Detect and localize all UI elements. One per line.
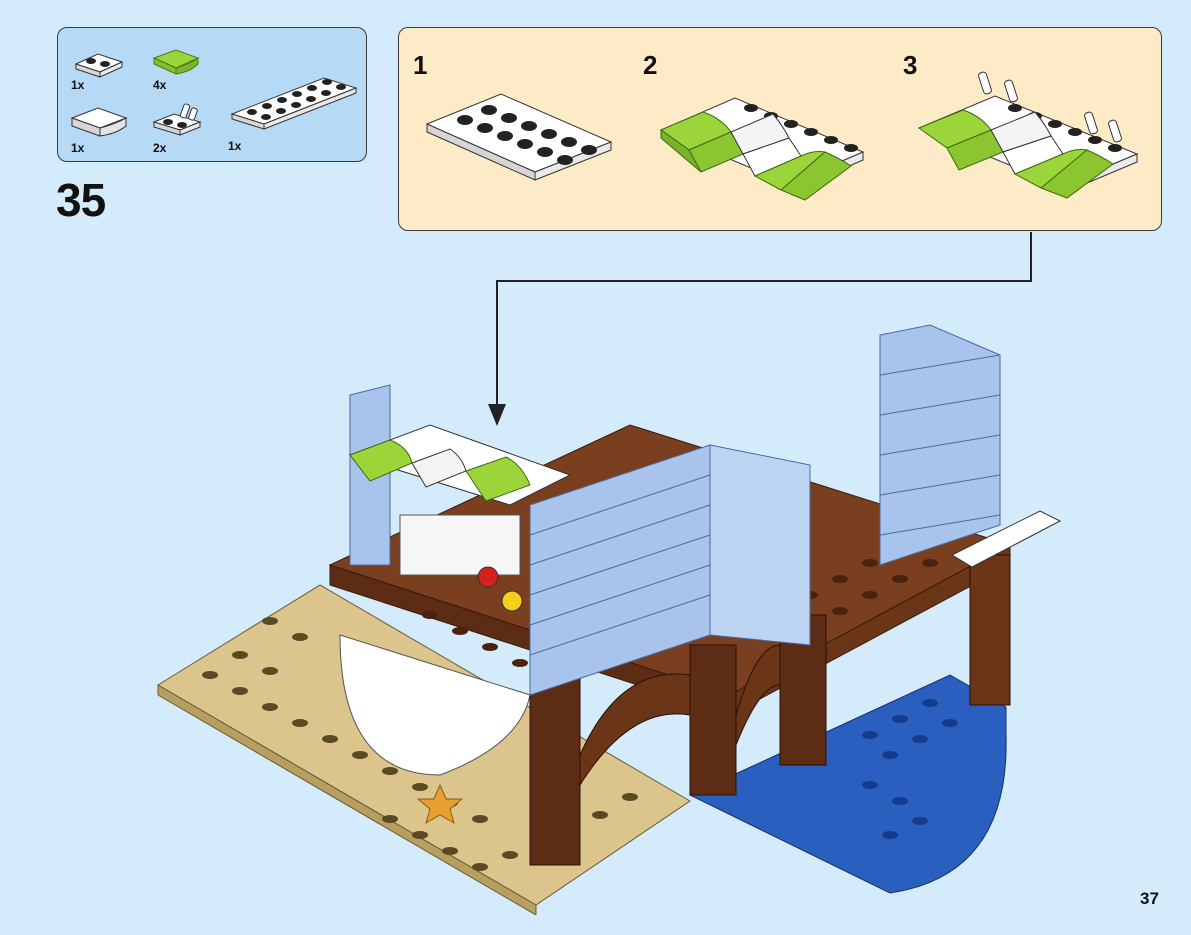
page-number: 37 (1140, 889, 1159, 909)
part-plate-1x2-white: 1x (68, 42, 128, 92)
plate-clip-white-icon (150, 98, 210, 140)
part-plate-clip-white: 2x (150, 98, 210, 154)
substep-number-1: 1 (413, 50, 427, 81)
substep-1-plate-image (423, 80, 615, 200)
part-curved-slope-white: 1x (68, 104, 128, 154)
part-qty: 2x (153, 141, 166, 155)
part-plate-2x6-white: 1x (228, 68, 358, 156)
substep-panel: 1 2 3 (398, 27, 1162, 231)
substep-number-2: 2 (643, 50, 657, 81)
part-qty: 1x (71, 141, 84, 155)
main-model-image (150, 315, 1070, 915)
part-qty: 4x (153, 78, 166, 92)
part-qty: 1x (228, 139, 241, 153)
curved-slope-lime-icon (150, 42, 210, 82)
part-curved-slope-lime: 4x (150, 42, 210, 92)
plate-2x6-white-icon (228, 68, 358, 134)
step-number: 35 (56, 173, 105, 227)
plate-1x2-white-icon (68, 42, 128, 82)
substep-3-plate-with-clips-image (911, 62, 1147, 212)
substep-2-plate-with-slopes-image (655, 80, 871, 210)
curved-slope-white-icon (68, 104, 132, 142)
part-qty: 1x (71, 78, 84, 92)
parts-list-panel: 1x 4x 1x 2x (57, 27, 367, 162)
